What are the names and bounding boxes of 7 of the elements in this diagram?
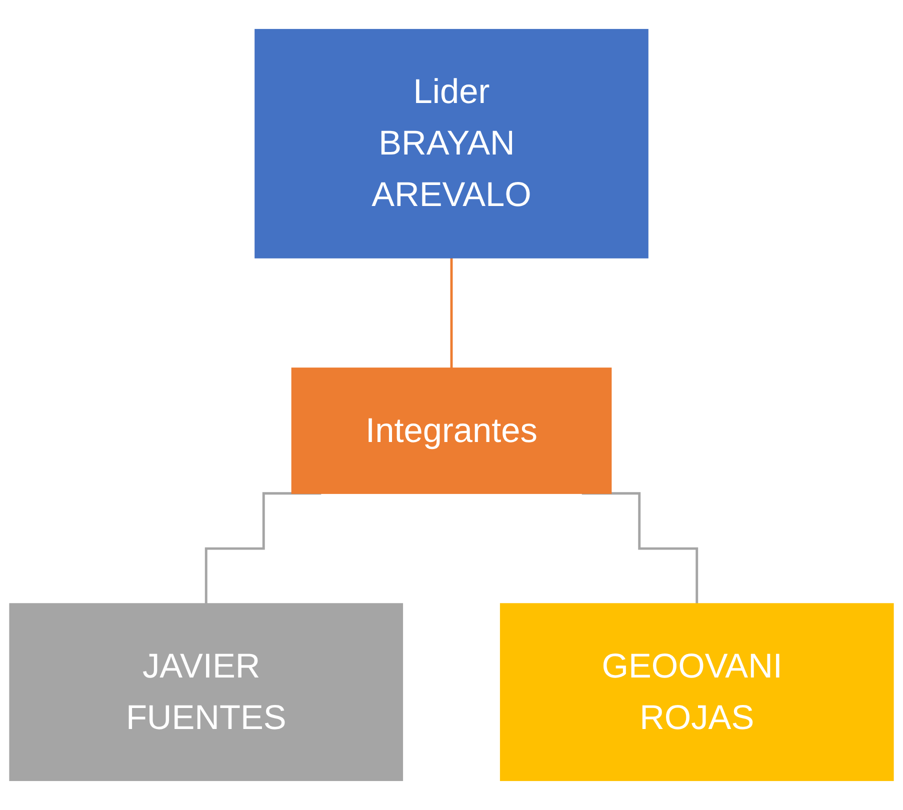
node-box: JAVIER FUENTES [9,603,404,782]
node-box: Lider BRAYAN AREVALO [254,28,648,258]
connector [450,256,453,370]
connector [582,492,698,605]
node-box: Integrantes [291,368,612,494]
node-box: GEOOVANI ROJAS [500,603,894,782]
connector [204,492,322,605]
